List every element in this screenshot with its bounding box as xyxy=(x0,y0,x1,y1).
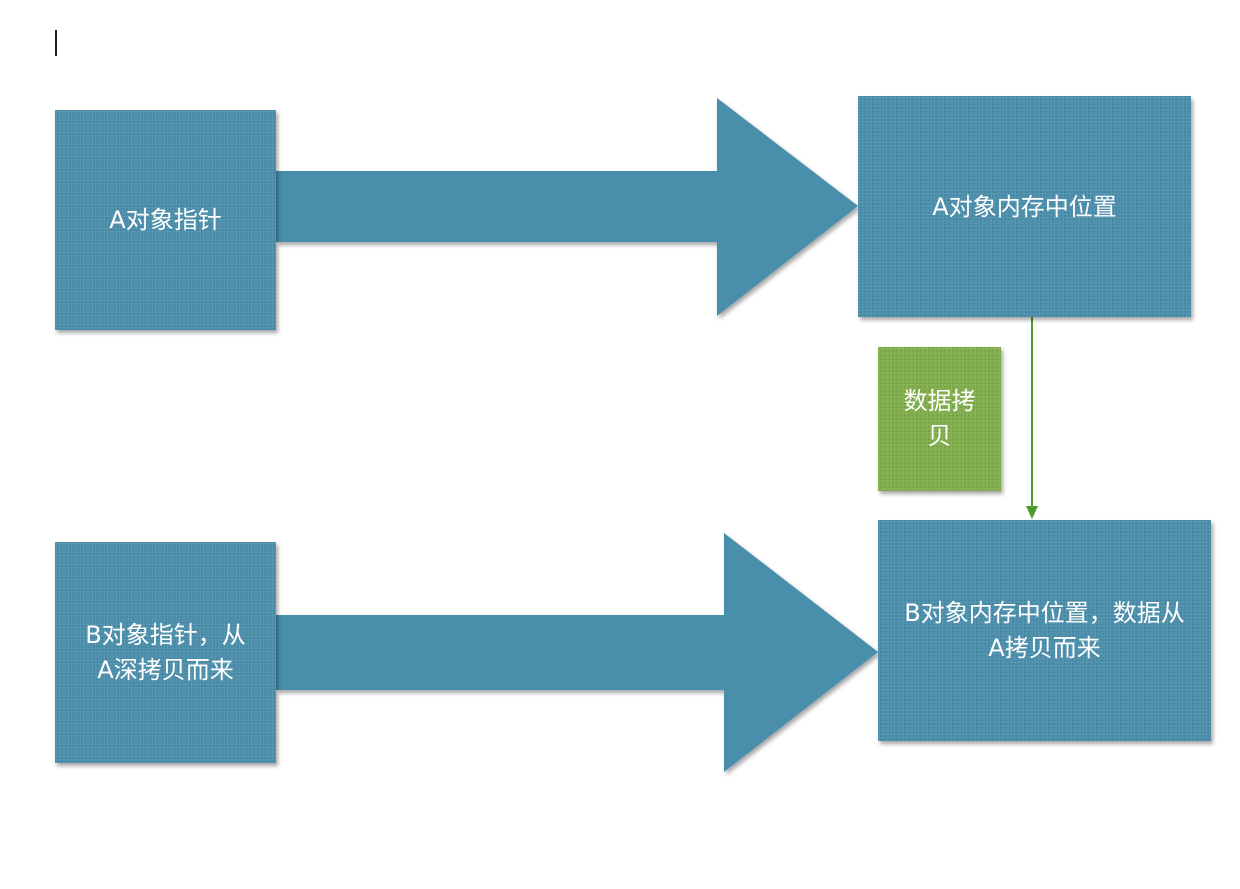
b-pointer-label: B对象指针，从 A深拷贝而来 xyxy=(85,620,246,684)
copy-arrow-head xyxy=(1026,506,1038,519)
a-memory-label: A对象内存中位置 xyxy=(932,193,1117,221)
a-pointer-box: A对象指针 xyxy=(55,110,276,330)
text-cursor xyxy=(55,30,57,56)
arrow-b-pointer-to-memory xyxy=(276,533,878,772)
a-pointer-label: A对象指针 xyxy=(109,205,222,234)
b-memory-label: B对象内存中位置，数据从 A拷贝而来 xyxy=(904,598,1185,662)
a-memory-box: A对象内存中位置 xyxy=(858,96,1191,317)
b-pointer-box: B对象指针，从 A深拷贝而来 xyxy=(55,542,276,763)
data-copy-label: 数据拷 贝 xyxy=(903,387,976,450)
b-memory-box: B对象内存中位置，数据从 A拷贝而来 xyxy=(878,520,1211,741)
arrow-a-pointer-to-memory xyxy=(276,98,858,316)
data-copy-box: 数据拷 贝 xyxy=(878,347,1001,491)
